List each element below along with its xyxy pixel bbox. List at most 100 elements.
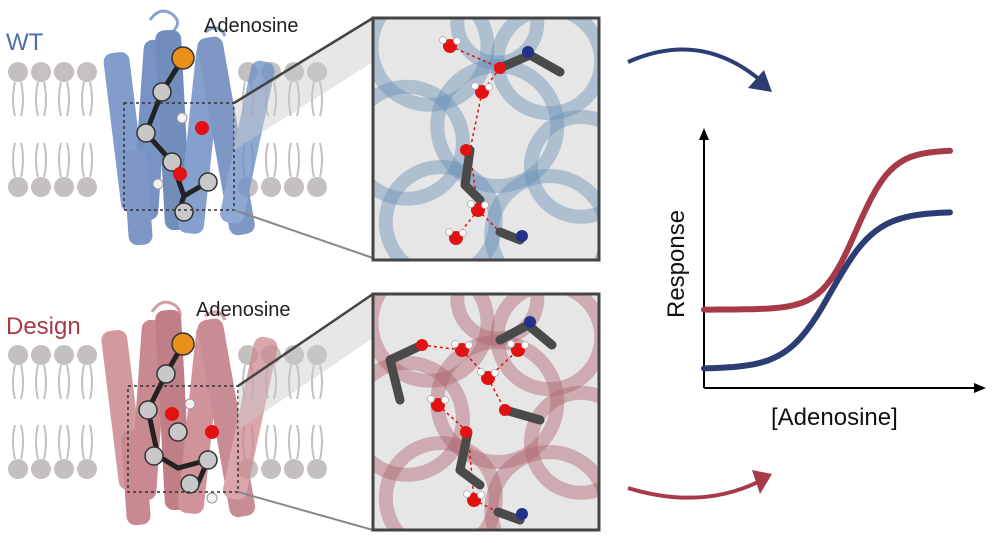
lipid-head — [54, 62, 74, 82]
label-adenosine-wt: Adenosine — [204, 15, 299, 37]
hydrogen-bond — [469, 91, 483, 151]
oxygen-atom — [494, 62, 506, 74]
water-hydrogen — [521, 341, 529, 349]
lipid-head — [8, 62, 28, 82]
nitrogen-atom — [524, 316, 536, 328]
water-network-wt — [439, 36, 565, 245]
water-hydrogen — [465, 341, 473, 349]
oxygen-atom — [416, 339, 428, 351]
lipid-tail — [81, 424, 93, 460]
hydrogen-bond — [467, 431, 475, 501]
lipid-head — [31, 459, 51, 479]
nitrogen-atom — [516, 230, 528, 242]
water-hydrogen — [485, 83, 493, 91]
lipid-head — [31, 345, 51, 365]
hydrogen-bond — [477, 209, 501, 233]
helix-ring — [373, 18, 495, 112]
zoom-cone-wt — [234, 18, 373, 150]
water-hydrogen — [441, 396, 449, 404]
lipid-head — [8, 459, 28, 479]
zoom-cone-design — [238, 294, 373, 430]
y-axis-label: Response — [663, 210, 690, 318]
lipid-head — [261, 177, 281, 197]
zoom-region-wt — [123, 102, 235, 211]
lipid-head — [31, 177, 51, 197]
lipid-tail — [288, 81, 300, 117]
lipid-tail — [288, 364, 300, 400]
curve-design — [701, 147, 953, 313]
lipid-tail — [35, 81, 47, 117]
lipid-head — [54, 177, 74, 197]
lipid-head — [307, 459, 327, 479]
oxygen-atom — [499, 404, 511, 416]
lipid-tail — [81, 81, 93, 117]
helix-ring — [484, 169, 599, 260]
lipid-head — [77, 345, 97, 365]
lipid-head — [284, 459, 304, 479]
lipid-head — [8, 345, 28, 365]
lipid-tail — [311, 142, 323, 178]
lipid-head — [307, 62, 327, 82]
x-axis-label: [Adenosine] — [771, 404, 898, 431]
helix-ring — [373, 294, 495, 388]
lipid-tail — [265, 142, 277, 178]
label-design: Design — [6, 313, 81, 340]
water-hydrogen — [481, 201, 489, 209]
ligand-design — [138, 332, 219, 504]
oxygen-atom — [460, 144, 472, 156]
response-chart: [Adenosine] Response — [663, 128, 986, 431]
zoom-connector-design-bottom — [237, 491, 374, 531]
zoom-connector-wt-top — [233, 16, 374, 105]
lipid-head — [31, 62, 51, 82]
lipid-head — [54, 459, 74, 479]
lipid-tail — [81, 364, 93, 400]
lipid-head — [54, 345, 74, 365]
helix-ring — [523, 109, 599, 224]
nitrogen-atom — [516, 508, 528, 520]
water-hydrogen — [451, 340, 459, 348]
water-hydrogen — [491, 369, 499, 377]
helix-ring — [373, 355, 470, 482]
hydrogen-bond — [473, 499, 499, 513]
lipid-tail — [265, 424, 277, 460]
water-hydrogen — [467, 200, 475, 208]
lipid-tail — [311, 364, 323, 400]
lipid-head — [8, 177, 28, 197]
helix-ring — [378, 160, 503, 260]
water-hydrogen — [463, 490, 471, 498]
oxygen-atom — [460, 426, 472, 438]
helix-ring — [373, 79, 470, 206]
arrow-wt-to-chart — [627, 47, 762, 82]
zoom-connector-design-top — [237, 292, 374, 388]
water-hydrogen — [439, 36, 447, 44]
lipid-head — [77, 62, 97, 82]
lipid-tail — [288, 142, 300, 178]
lipid-tail — [288, 424, 300, 460]
arrowhead-wt — [748, 70, 772, 92]
residue-stick — [493, 507, 525, 525]
zoom-region-design — [127, 385, 239, 493]
water-hydrogen — [453, 37, 461, 45]
lipid-head — [261, 459, 281, 479]
water-hydrogen — [427, 395, 435, 403]
lipid-head — [307, 177, 327, 197]
water-hydrogen — [477, 491, 485, 499]
water-hydrogen — [445, 228, 453, 236]
hydrogen-bond — [421, 344, 463, 351]
residue-stick — [460, 145, 485, 205]
label-wt: WT — [6, 29, 44, 56]
zoom-panel-wt — [371, 16, 601, 262]
lipid-tail — [35, 142, 47, 178]
water-hydrogen — [459, 229, 467, 237]
zoom-panel-design — [371, 292, 601, 532]
lipid-tail — [58, 364, 70, 400]
curve-wt — [701, 209, 953, 372]
ligand-wt — [136, 46, 218, 222]
lipid-tail — [12, 142, 24, 178]
y-axis-arrowhead — [699, 128, 709, 140]
lipid-tail — [12, 364, 24, 400]
nitrogen-atom — [522, 46, 534, 58]
helix-ring — [490, 18, 599, 121]
